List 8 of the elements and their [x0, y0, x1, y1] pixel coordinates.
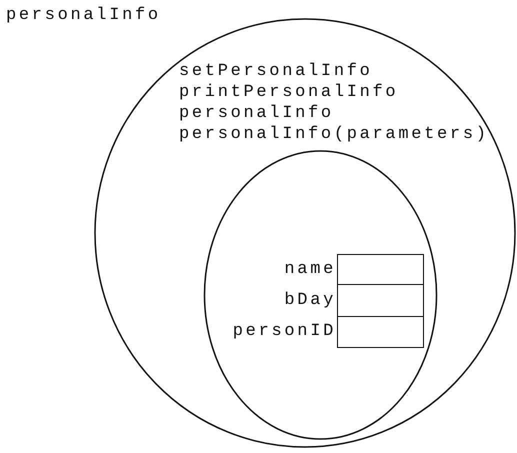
member-function-name: personalInfo — [179, 104, 334, 124]
attribute-label: bDay — [284, 290, 336, 310]
member-function-name: printPersonalInfo — [179, 83, 398, 103]
member-function-name: setPersonalInfo — [179, 62, 373, 82]
attribute-label: name — [284, 260, 336, 280]
class-name: personalInfo — [6, 6, 161, 26]
attribute-label: personID — [232, 322, 336, 342]
member-function-name: personalInfo(parameters) — [179, 125, 489, 145]
